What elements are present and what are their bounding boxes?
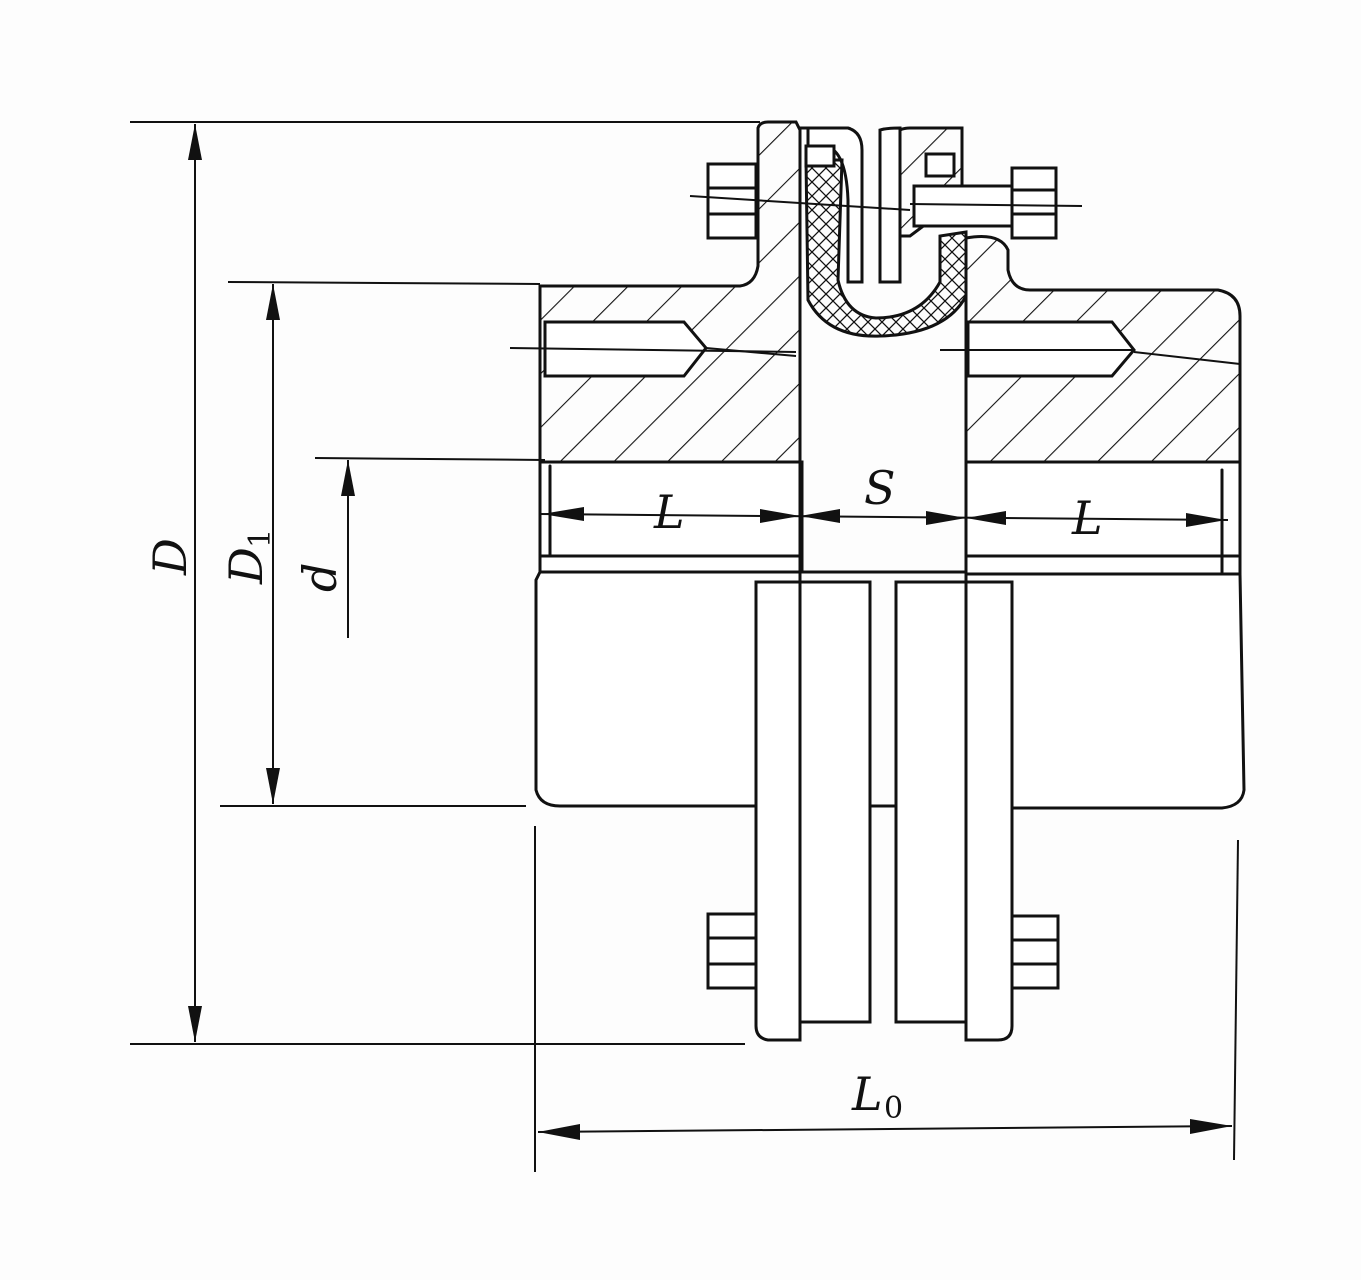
label-L0: L 0 [851, 1067, 903, 1126]
bottom-right-bolt [1010, 914, 1060, 990]
dimension-D [130, 121, 760, 1045]
label-d: d [293, 563, 347, 592]
label-L-right: L [1071, 491, 1103, 545]
center-flanges [754, 126, 1014, 1042]
label-D: D [143, 538, 197, 576]
label-S: S [864, 461, 896, 515]
svg-text:L: L [851, 1067, 883, 1121]
label-D1: D 1 [219, 529, 278, 585]
label-L-left: L [653, 485, 685, 539]
dimension-D1 [220, 281, 541, 807]
top-right-bolt [909, 166, 1083, 240]
dimension-L0 [534, 826, 1239, 1172]
dimension-d [314, 457, 546, 638]
top-left-bolt [689, 162, 911, 240]
svg-text:D: D [219, 547, 273, 585]
svg-text:0: 0 [884, 1091, 903, 1126]
left-hub [509, 120, 804, 808]
right-hub [898, 126, 1246, 810]
dimension-L-S [539, 507, 1229, 527]
svg-text:1: 1 [243, 529, 278, 548]
bottom-left-bolt [706, 912, 758, 990]
